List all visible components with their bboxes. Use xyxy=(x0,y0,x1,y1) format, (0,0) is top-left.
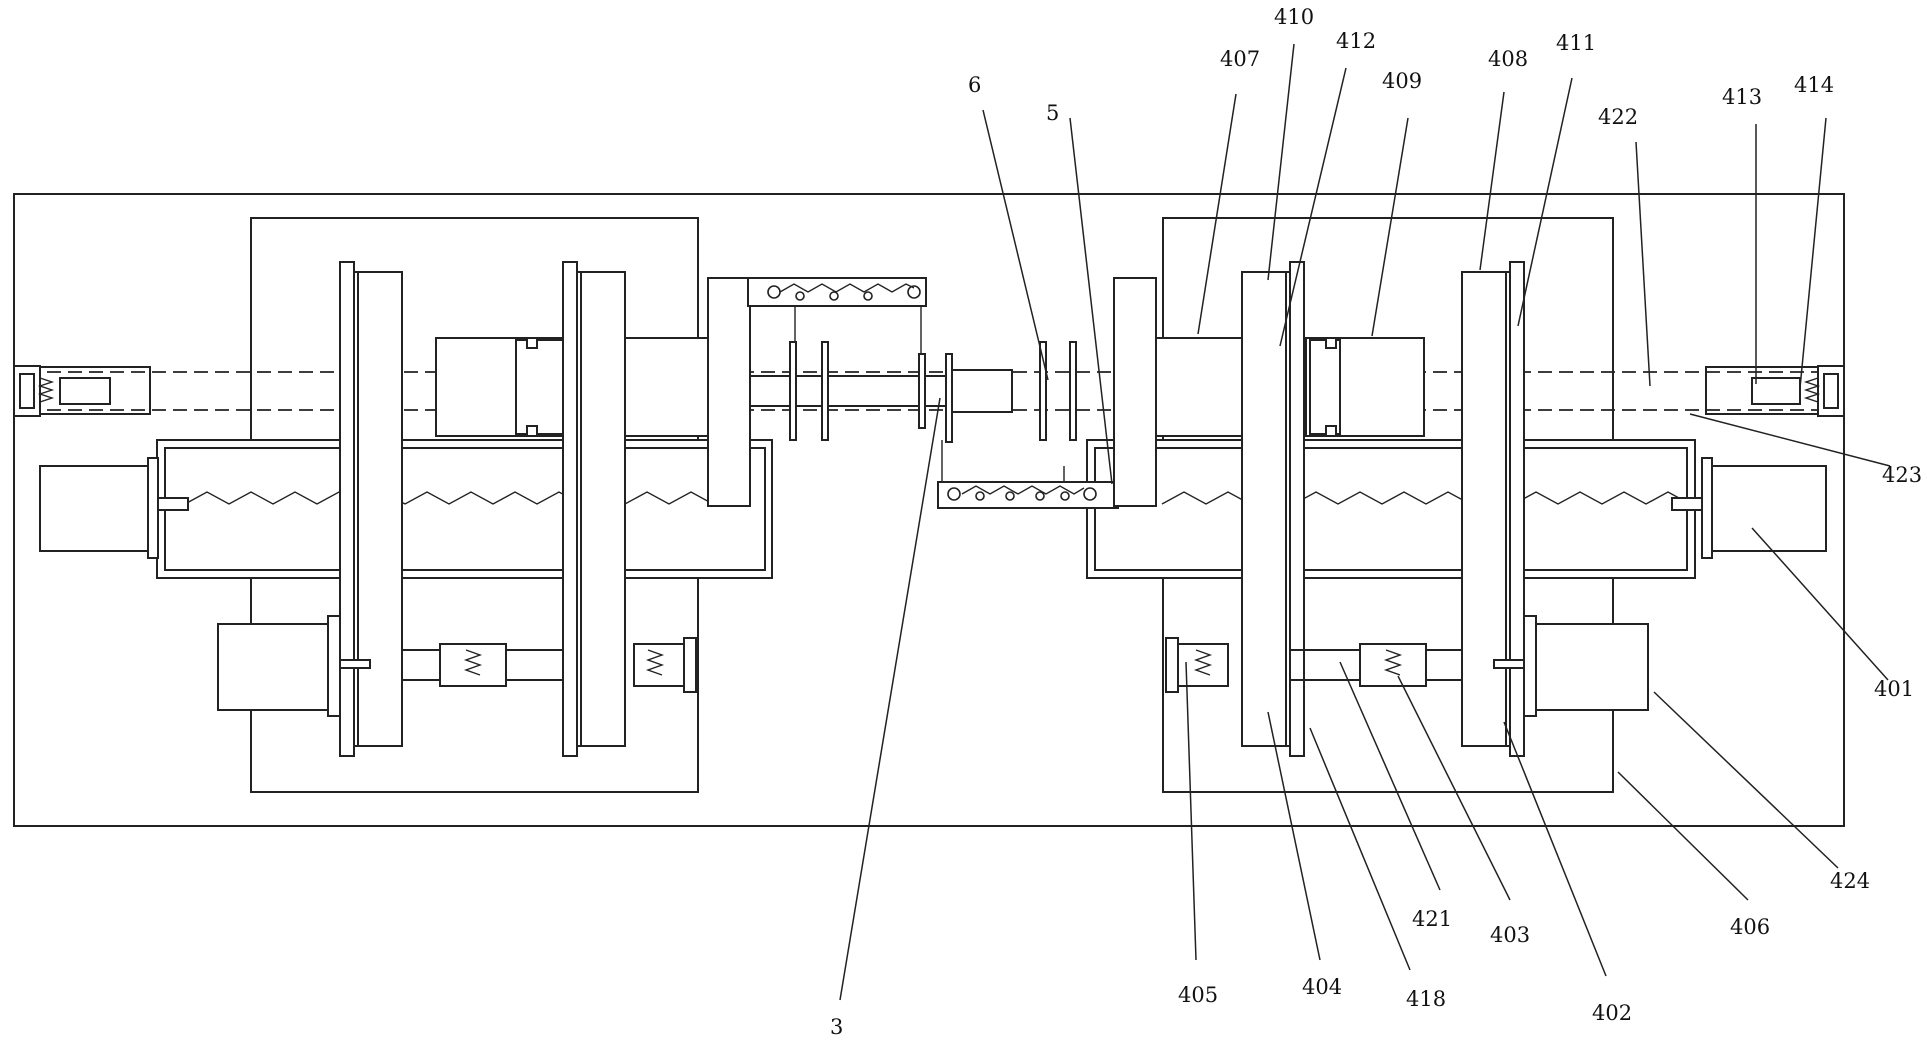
label-405: 405 xyxy=(1178,983,1218,1007)
label-403: 403 xyxy=(1490,923,1530,947)
label-410: 410 xyxy=(1274,5,1314,29)
label-3: 3 xyxy=(830,1015,843,1039)
label-422: 422 xyxy=(1598,105,1638,129)
label-423: 423 xyxy=(1882,463,1922,487)
label-404: 404 xyxy=(1302,975,1342,999)
label-412: 412 xyxy=(1336,29,1376,53)
label-409: 409 xyxy=(1382,69,1422,93)
label-414: 414 xyxy=(1794,73,1834,97)
label-408: 408 xyxy=(1488,47,1528,71)
label-421: 421 xyxy=(1412,907,1452,931)
label-402: 402 xyxy=(1592,1001,1632,1025)
label-401: 401 xyxy=(1874,677,1914,701)
label-5: 5 xyxy=(1046,101,1059,125)
label-418: 418 xyxy=(1406,987,1446,1011)
label-413: 413 xyxy=(1722,85,1762,109)
label-406: 406 xyxy=(1730,915,1770,939)
label-6: 6 xyxy=(968,73,981,97)
left-screw-housing xyxy=(40,440,772,578)
label-424: 424 xyxy=(1830,869,1870,893)
label-407: 407 xyxy=(1220,47,1260,71)
label-411: 411 xyxy=(1556,31,1596,55)
